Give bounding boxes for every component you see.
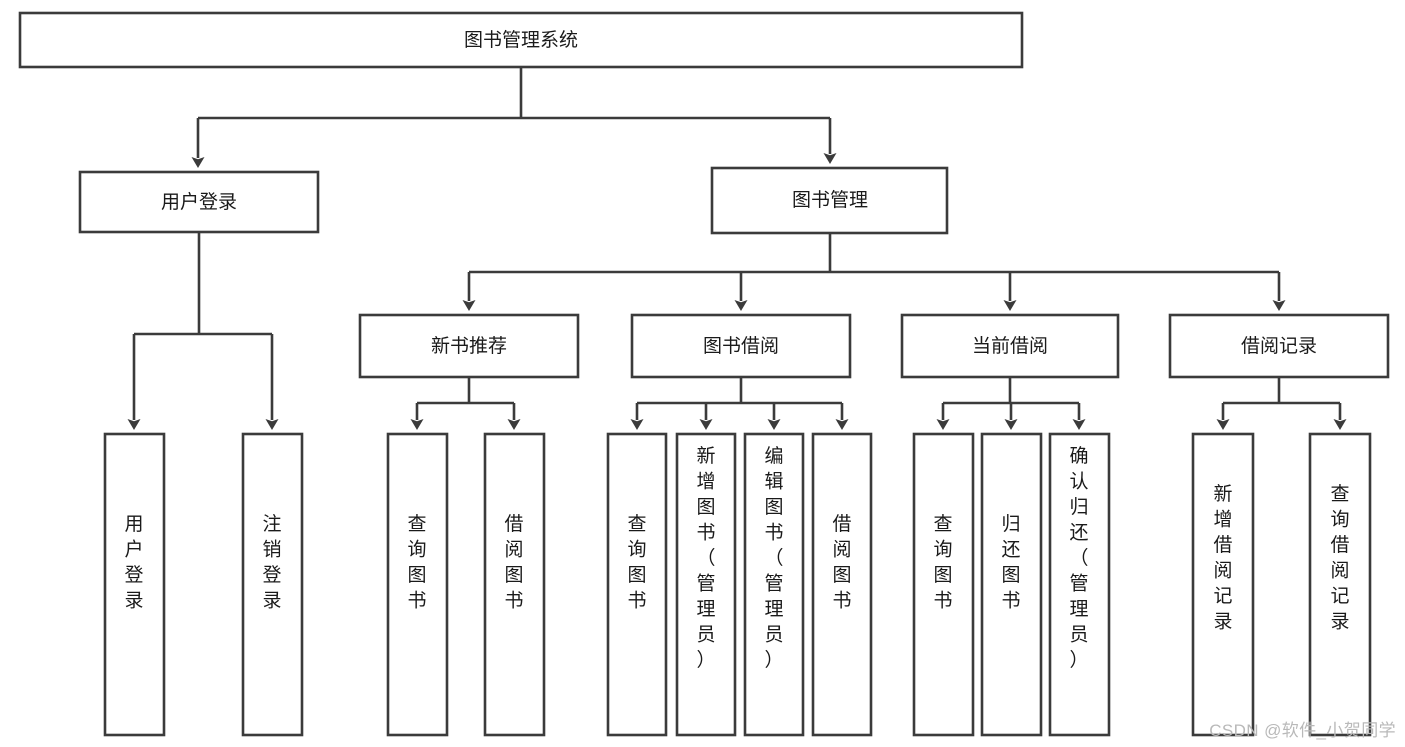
node-label-query-book-3: 查询图书 [933, 513, 952, 612]
node-label-user-login: 用户登录 [161, 191, 237, 213]
node-label-query-borrow-record: 查询借阅记录 [1330, 483, 1349, 633]
node-box-add-borrow-record[interactable] [1191, 432, 1255, 737]
node-box-edit-book[interactable] [743, 432, 805, 737]
node-edit-book[interactable]: 编辑图书（管理员） [743, 432, 805, 737]
node-query-borrow-record[interactable]: 查询借阅记录 [1308, 432, 1372, 737]
connector-layer [127, 67, 1347, 430]
node-add-book[interactable]: 新增图书（管理员） [675, 432, 737, 737]
node-label-borrow-book-2: 借阅图书 [832, 513, 851, 612]
node-borrow-book-2[interactable]: 借阅图书 [811, 432, 873, 737]
node-add-borrow-record[interactable]: 新增借阅记录 [1191, 432, 1255, 737]
node-box-current-borrow[interactable] [900, 313, 1120, 379]
node-box-query-book-3[interactable] [912, 432, 975, 737]
node-box-confirm-return[interactable] [1048, 432, 1111, 737]
node-box-root[interactable] [18, 11, 1024, 69]
node-box-book-management[interactable] [710, 166, 949, 235]
node-box-user-login[interactable] [78, 170, 320, 234]
node-box-return-book[interactable] [980, 432, 1043, 737]
node-borrow-record[interactable]: 借阅记录 [1168, 313, 1390, 379]
node-confirm-return[interactable]: 确认归还（管理员） [1048, 432, 1111, 737]
node-query-book-2[interactable]: 查询图书 [606, 432, 668, 737]
node-label-user-logout-leaf: 注销登录 [262, 513, 281, 612]
node-book-borrow[interactable]: 图书借阅 [630, 313, 852, 379]
node-box-borrow-record[interactable] [1168, 313, 1390, 379]
node-label-return-book: 归还图书 [1001, 513, 1020, 612]
node-return-book[interactable]: 归还图书 [980, 432, 1043, 737]
node-root-system[interactable]: 图书管理系统 [18, 11, 1024, 69]
node-box-query-book-2[interactable] [606, 432, 668, 737]
node-box-borrow-book-2[interactable] [811, 432, 873, 737]
node-query-book-1[interactable]: 查询图书 [386, 432, 449, 737]
csdn-watermark: CSDN @软件_小贺同学 [1209, 721, 1396, 740]
node-label-book-borrow: 图书借阅 [703, 335, 779, 357]
node-box-user-login-leaf[interactable] [103, 432, 166, 737]
node-label-confirm-return: 确认归还（管理员） [1069, 445, 1088, 671]
node-box-user-logout-leaf[interactable] [241, 432, 304, 737]
node-box-borrow-book-1[interactable] [483, 432, 546, 737]
node-user-login[interactable]: 用户登录 [78, 170, 320, 234]
node-label-borrow-record: 借阅记录 [1241, 335, 1317, 357]
node-box-query-borrow-record[interactable] [1308, 432, 1372, 737]
node-query-book-3[interactable]: 查询图书 [912, 432, 975, 737]
node-user-login-leaf[interactable]: 用户登录 [103, 432, 166, 737]
node-box-new-book-recommend[interactable] [358, 313, 580, 379]
node-label-query-book-1: 查询图书 [407, 513, 426, 612]
node-current-borrow[interactable]: 当前借阅 [900, 313, 1120, 379]
node-label-current-borrow: 当前借阅 [972, 335, 1048, 357]
node-box-book-borrow[interactable] [630, 313, 852, 379]
node-box-query-book-1[interactable] [386, 432, 449, 737]
node-label-query-book-2: 查询图书 [627, 513, 646, 612]
node-label-add-borrow-record: 新增借阅记录 [1213, 483, 1232, 633]
node-label-edit-book: 编辑图书（管理员） [764, 445, 783, 671]
node-new-book-recommend[interactable]: 新书推荐 [358, 313, 580, 379]
node-label-user-login-leaf: 用户登录 [124, 514, 143, 612]
node-label-new-book-recommend: 新书推荐 [431, 335, 507, 357]
node-label-root: 图书管理系统 [464, 29, 578, 51]
node-label-add-book: 新增图书（管理员） [696, 445, 715, 671]
node-book-management[interactable]: 图书管理 [710, 166, 949, 235]
node-label-book-management: 图书管理 [792, 189, 868, 211]
node-box-add-book[interactable] [675, 432, 737, 737]
node-borrow-book-1[interactable]: 借阅图书 [483, 432, 546, 737]
node-label-borrow-book-1: 借阅图书 [504, 513, 523, 612]
node-user-logout-leaf[interactable]: 注销登录 [241, 432, 304, 737]
node-layer: 图书管理系统 用户登录 图书管理 新书推荐 图书借阅 [18, 11, 1390, 737]
